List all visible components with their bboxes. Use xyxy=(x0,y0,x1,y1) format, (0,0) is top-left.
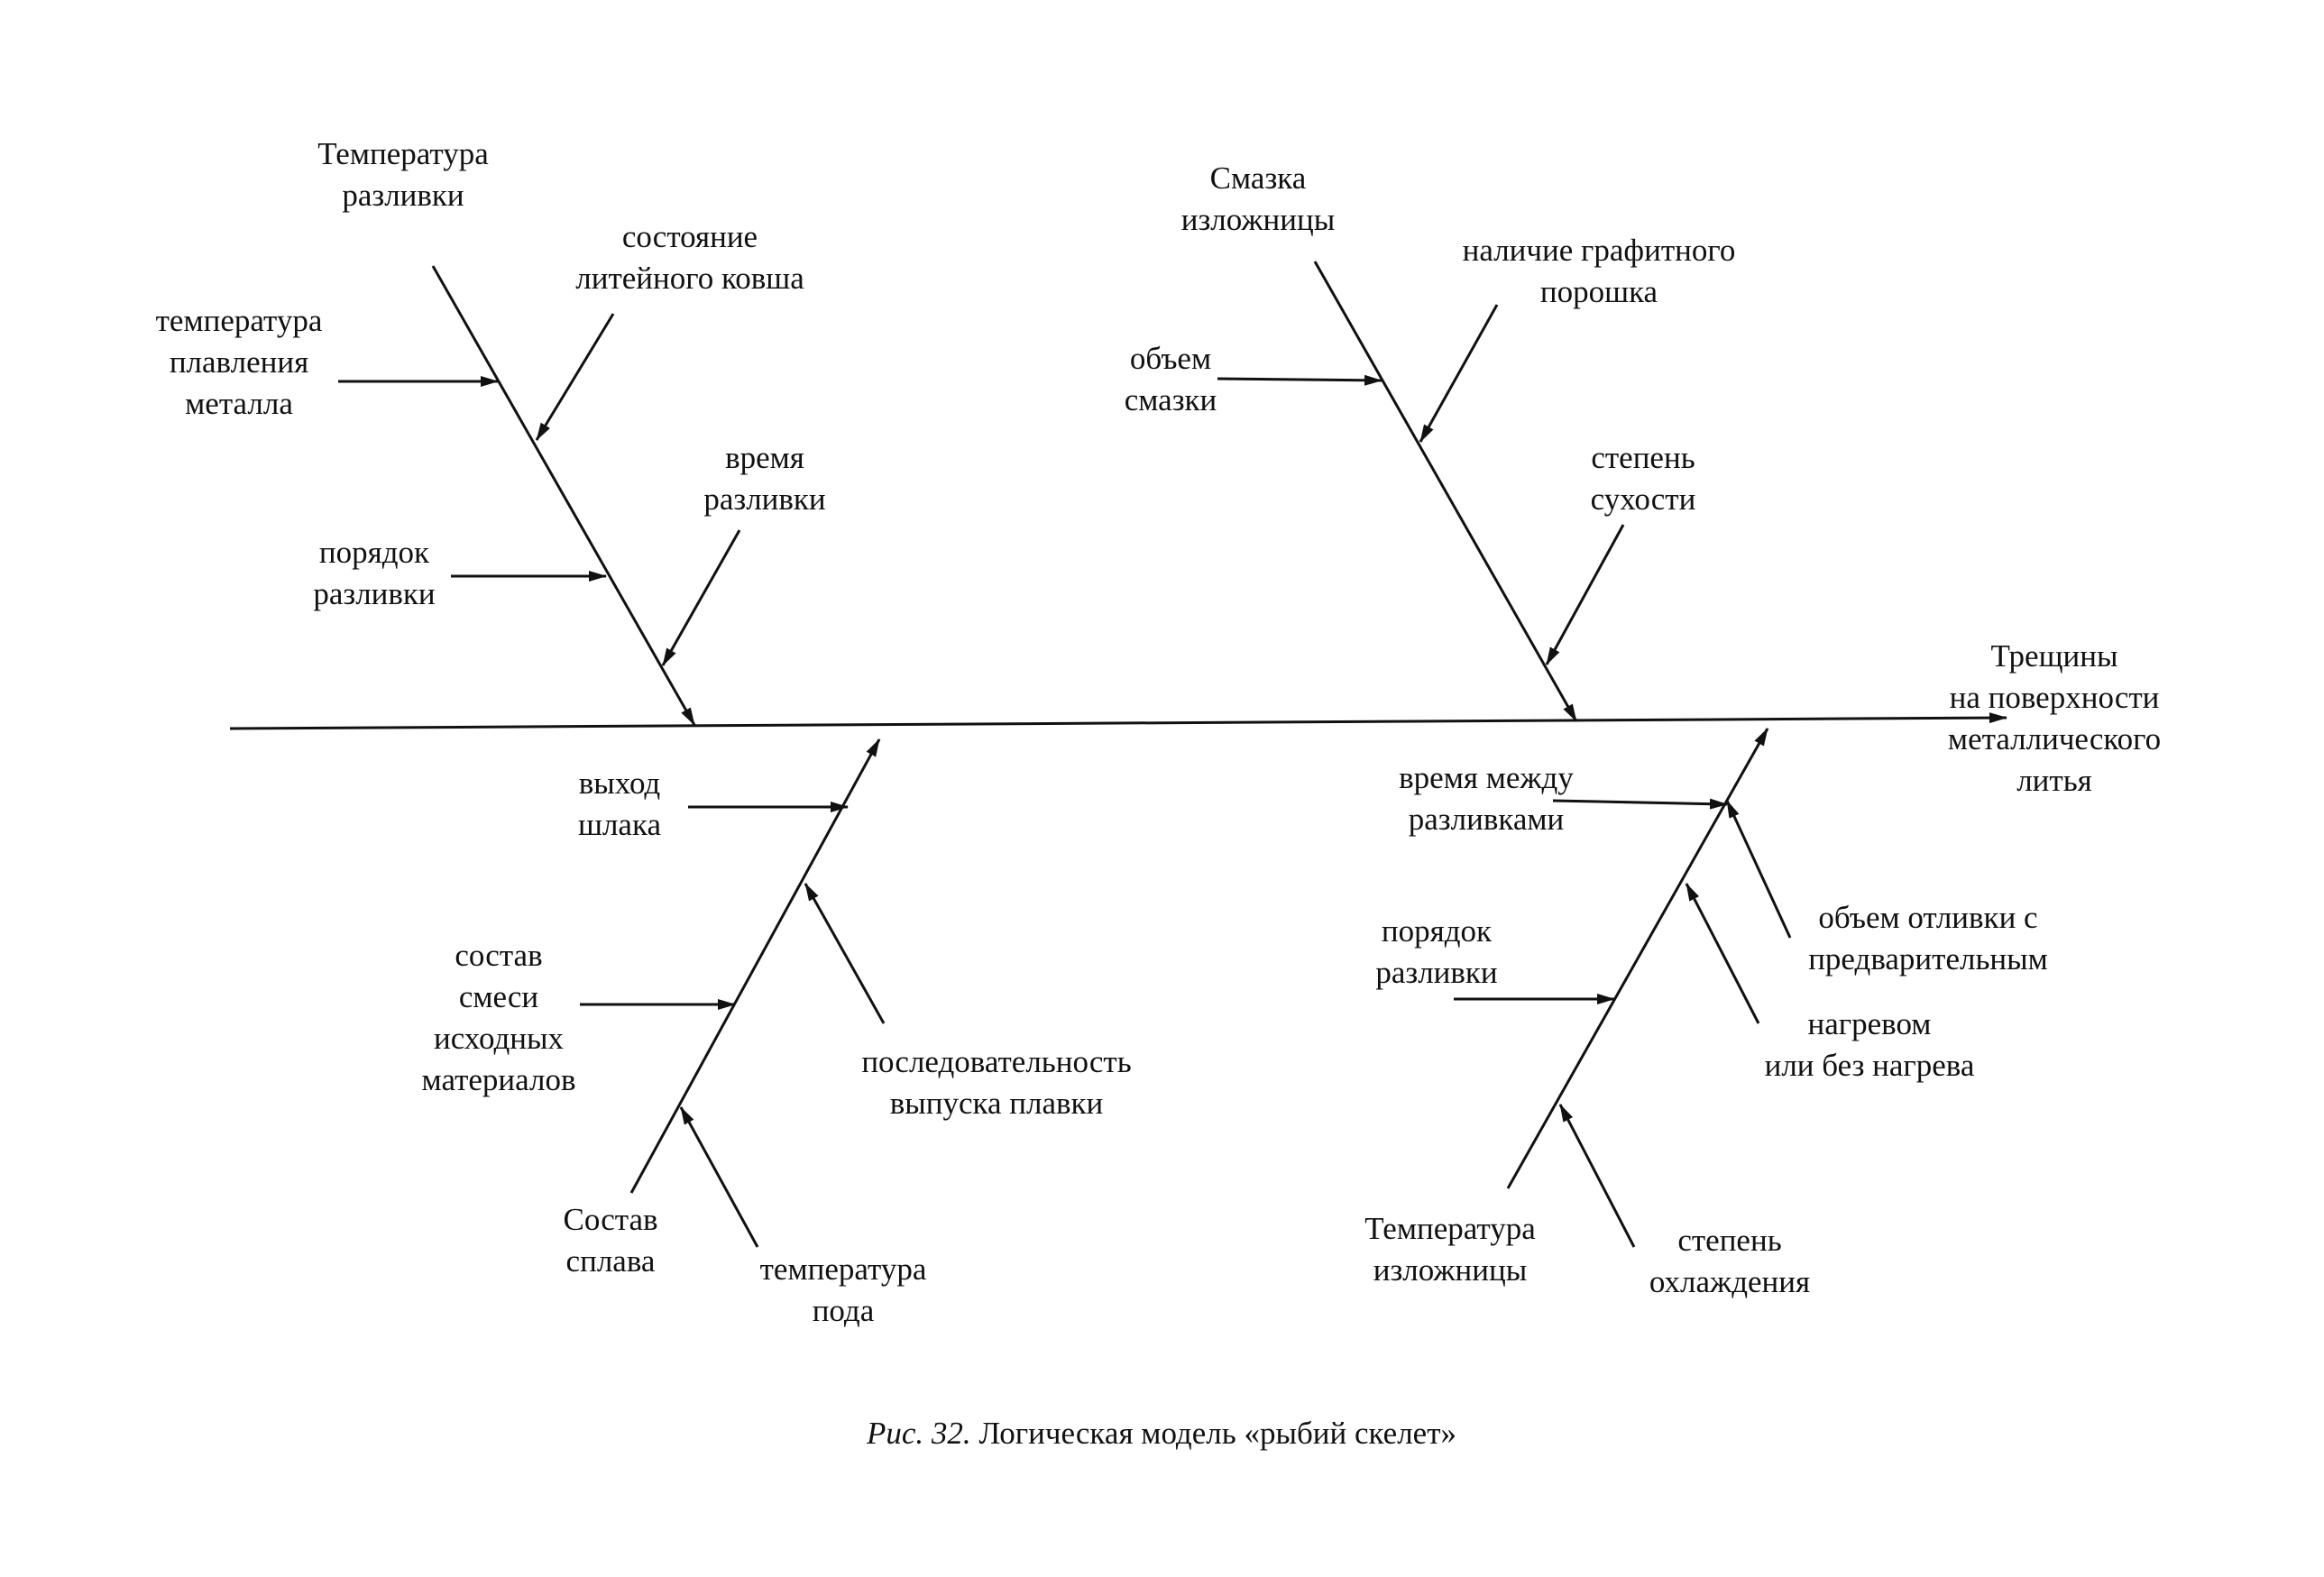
cause-casting-volume: объем отливки с предварительным xyxy=(1808,897,2048,980)
cause-line: время между xyxy=(1399,760,1574,795)
cause-line: материалов xyxy=(421,1062,576,1097)
cause-line: выход xyxy=(578,766,661,801)
cause-line: температура xyxy=(155,303,323,338)
bone-title-line: Температура xyxy=(1364,1211,1536,1246)
cause-line: разливки xyxy=(1375,955,1498,990)
figure-caption: Рис. 32. Логическая модель «рыбий скелет… xyxy=(867,1416,1456,1452)
bone-title-alloy-composition: Состав сплава xyxy=(563,1199,657,1282)
cause-pouring-time: время разливки xyxy=(703,437,825,520)
figure-title: Логическая модель «рыбий скелет» xyxy=(978,1416,1456,1451)
cause-melt-release-sequence: последовательность выпуска плавки xyxy=(861,1041,1131,1124)
cause-line: металла xyxy=(185,386,293,421)
bone-title-line: Состав xyxy=(563,1202,658,1237)
arrow-time-between-pourings xyxy=(1552,798,1728,810)
bone-title-mold-lubrication: Смазка изложницы xyxy=(1181,158,1336,241)
arrow-melt-release-sequence xyxy=(804,883,886,1024)
cause-line: предварительным xyxy=(1808,941,2048,976)
bone-alloy-composition xyxy=(629,738,881,1194)
cause-line: литейного ковша xyxy=(575,261,804,296)
bone-title-line: разливки xyxy=(342,178,464,213)
bone-mold-lubrication xyxy=(1313,261,1578,722)
cause-line: смеси xyxy=(458,979,539,1014)
effect-line: металлического xyxy=(1947,721,2162,756)
bone-title-line: Температура xyxy=(317,136,489,171)
effect-line: литья xyxy=(2016,763,2092,798)
cause-pouring-order-bottom: порядок разливки xyxy=(1375,911,1497,994)
cause-heating: нагревом или без нагрева xyxy=(1765,1004,1975,1086)
cause-line: объем xyxy=(1129,341,1212,376)
cause-slag-output: выход шлака xyxy=(578,763,661,846)
arrow-graphite-powder xyxy=(1419,304,1499,443)
arrow-ladle-state xyxy=(535,313,615,441)
cause-line: время xyxy=(725,440,804,475)
bone-title-line: Смазка xyxy=(1209,160,1307,196)
cause-pouring-order-top: порядок разливки xyxy=(313,532,435,615)
bone-title-line: сплава xyxy=(565,1243,656,1279)
cause-line: порядок xyxy=(1381,913,1493,949)
cause-line: объем отливки с xyxy=(1818,900,2038,935)
arrow-casting-volume xyxy=(1725,800,1792,939)
spine-line xyxy=(229,712,2007,730)
cause-line: наличие графитного xyxy=(1462,233,1736,268)
cause-cooling-degree: степень охлаждения xyxy=(1649,1220,1810,1303)
bone-title-line: изложницы xyxy=(1180,202,1336,237)
cause-line: или без нагрева xyxy=(1764,1048,1975,1083)
cause-line: разливками xyxy=(1408,802,1565,837)
bone-title-line: изложницы xyxy=(1373,1252,1528,1288)
arrow-hearth-temperature xyxy=(679,1106,759,1248)
effect-line: Трещины xyxy=(1990,638,2118,674)
cause-line: пода xyxy=(812,1293,875,1328)
cause-line: охлаждения xyxy=(1649,1264,1811,1299)
effect-label: Трещины на поверхности металлического ли… xyxy=(1948,636,2161,802)
cause-line: нагревом xyxy=(1807,1006,1932,1041)
cause-line: выпуска плавки xyxy=(889,1086,1104,1121)
cause-line: смазки xyxy=(1124,382,1217,417)
cause-graphite-powder: наличие графитного порошка xyxy=(1463,230,1736,313)
arrow-cooling-degree xyxy=(1558,1104,1636,1248)
figure-label: Рис. 32. xyxy=(867,1416,971,1451)
arrow-heating xyxy=(1685,883,1760,1024)
cause-dryness-degree: степень сухости xyxy=(1591,437,1696,520)
cause-line: степень xyxy=(1677,1223,1782,1258)
cause-line: последовательность xyxy=(861,1044,1132,1079)
arrow-pouring-time xyxy=(661,529,741,666)
bone-title-pouring-temperature: Температура разливки xyxy=(317,133,489,216)
cause-melting-temperature: температура плавления металла xyxy=(156,300,323,425)
cause-line: состояние xyxy=(621,219,758,254)
arrow-dryness-degree xyxy=(1545,524,1625,665)
cause-line: разливки xyxy=(703,481,826,517)
cause-line: температура xyxy=(759,1252,927,1287)
cause-line: порошка xyxy=(1539,274,1658,309)
cause-line: исходных xyxy=(433,1021,565,1056)
cause-line: порядок xyxy=(318,535,430,570)
bone-title-mold-temperature: Температура изложницы xyxy=(1364,1208,1536,1291)
cause-hearth-temperature: температура пода xyxy=(760,1249,927,1332)
cause-line: сухости xyxy=(1590,481,1696,517)
cause-lubricant-volume: объем смазки xyxy=(1125,338,1217,421)
cause-line: разливки xyxy=(313,576,436,611)
cause-time-between-pourings: время между разливками xyxy=(1399,757,1574,840)
bone-pouring-temperature xyxy=(431,265,696,726)
cause-line: степень xyxy=(1591,440,1695,475)
effect-line: на поверхности xyxy=(1949,680,2160,715)
arrow-lubricant-volume xyxy=(1217,374,1382,386)
cause-line: шлака xyxy=(578,807,661,842)
cause-line: плавления xyxy=(169,344,309,380)
cause-line: состав xyxy=(455,938,543,973)
cause-ladle-state: состояние литейного ковша xyxy=(575,216,804,299)
cause-mixture-composition: состав смеси исходных материалов xyxy=(422,935,576,1101)
